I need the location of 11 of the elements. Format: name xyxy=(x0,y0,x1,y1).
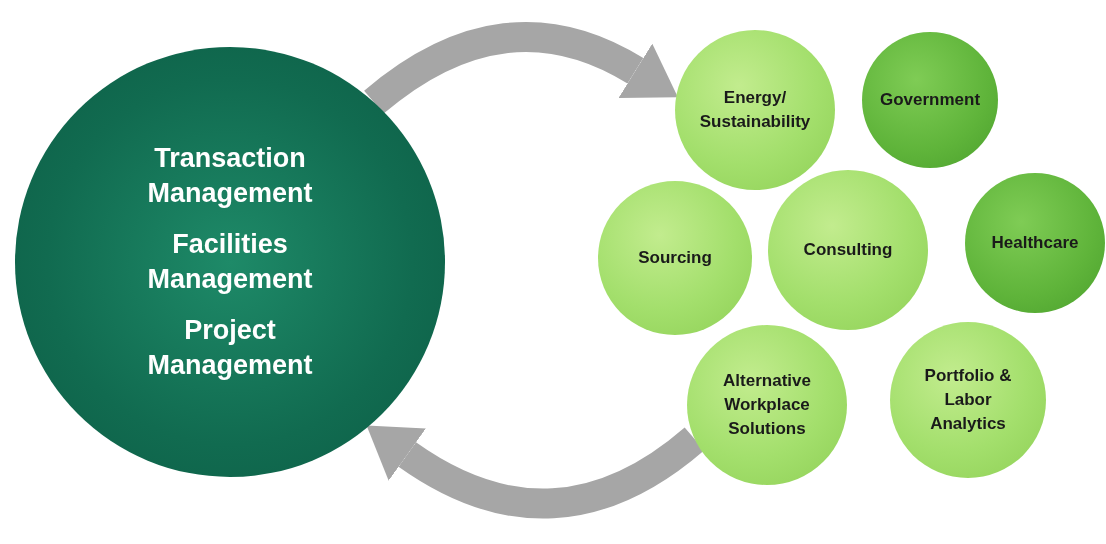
curved-arrow xyxy=(365,427,704,519)
node-label: Transaction Management xyxy=(146,141,314,210)
node-label: Sourcing xyxy=(638,247,712,270)
node-label: Project Management xyxy=(146,314,314,383)
node-label: Facilities Management xyxy=(146,227,314,296)
node-label: Consulting xyxy=(803,239,893,262)
node-label: Government xyxy=(879,89,981,112)
node-label: Healthcare xyxy=(991,232,1079,255)
node-label: Alternative Workplace Solutions xyxy=(722,370,812,440)
node-label: Energy/ Sustainability xyxy=(698,87,812,133)
node-label: Portfolio & Labor Analytics xyxy=(923,365,1013,435)
